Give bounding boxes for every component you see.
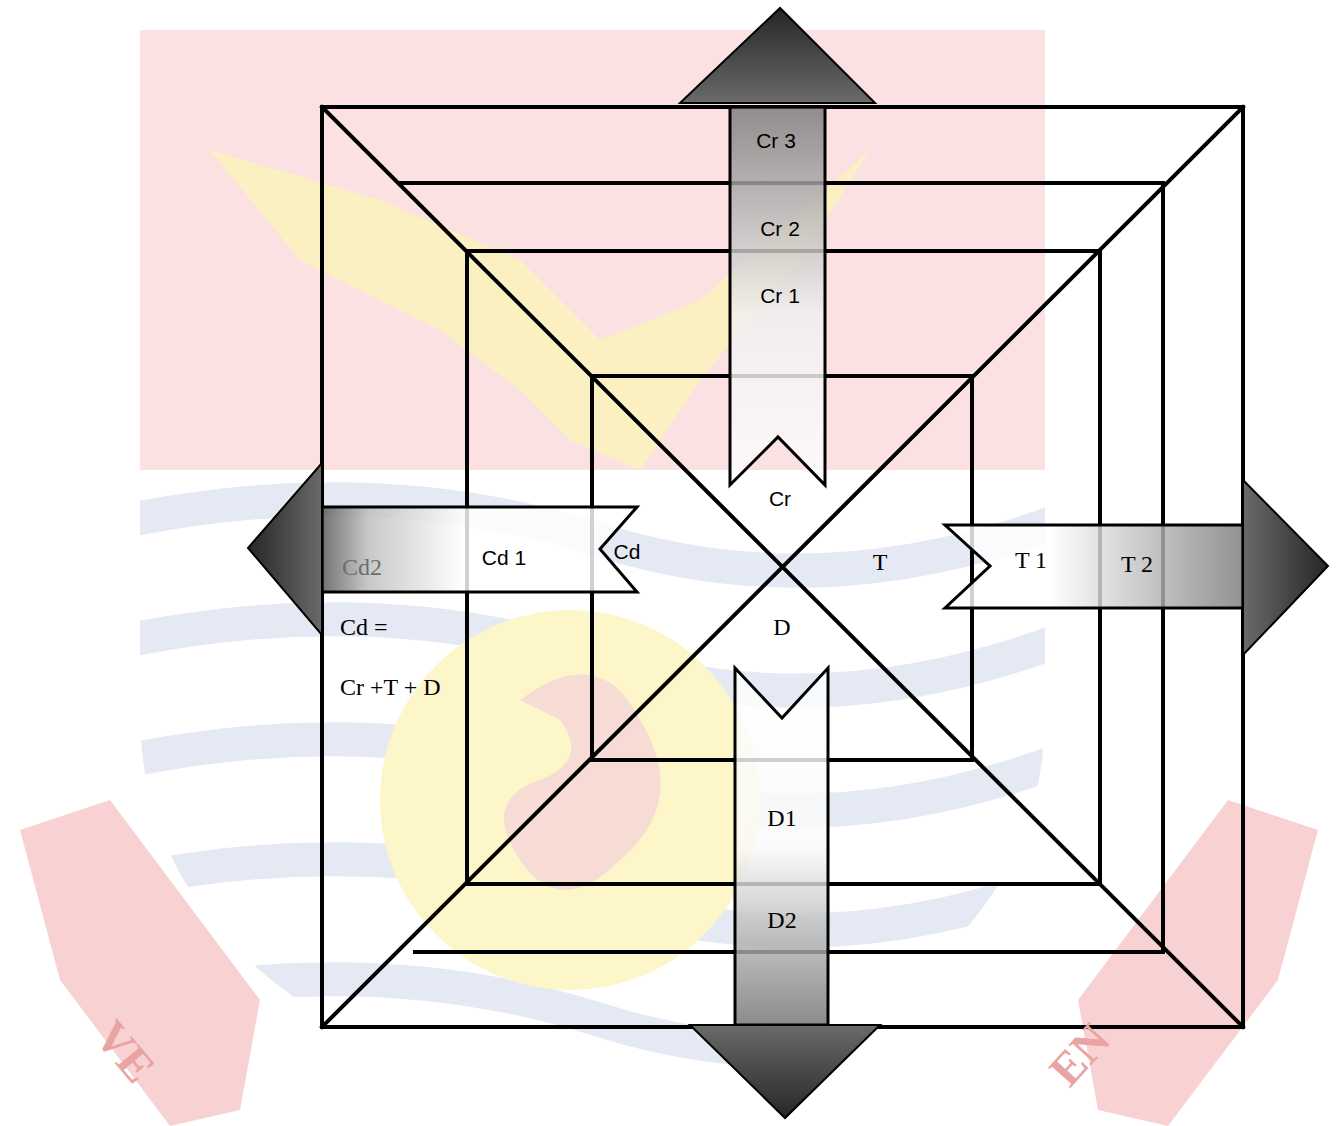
formula-text: Cr +T + D — [340, 675, 441, 699]
diagonal-line — [322, 107, 1243, 1027]
arrow-label: Cd 1 — [482, 547, 526, 568]
downward-arrow: D1D2 — [686, 664, 884, 1122]
arrow-head — [248, 463, 322, 635]
arrow-shape — [244, 459, 641, 639]
watermark-ribbon — [1078, 800, 1318, 1126]
watermark-text: EN — [1042, 1016, 1119, 1094]
leftward-arrow: Cd2 Cd 1 Cd — [244, 459, 641, 639]
arrow-label: Cr 3 — [756, 130, 796, 151]
arrow-band — [945, 525, 1243, 608]
arrow-label: Cd — [614, 541, 641, 562]
core-label: Cr — [769, 488, 791, 509]
arrow-shape — [676, 4, 880, 490]
outer-square — [322, 107, 1243, 1027]
arrow-band — [730, 107, 825, 485]
transformation-label: T — [873, 550, 888, 574]
arrow-label: T 1 — [1015, 548, 1047, 572]
watermark-pink-field — [130, 20, 1060, 470]
watermark-wave — [130, 979, 1060, 1050]
arrow-label: T 2 — [1121, 552, 1153, 576]
arrow-label: Cr 1 — [760, 285, 800, 306]
arrow-label: D1 — [767, 806, 796, 830]
arrow-shape — [686, 664, 884, 1122]
dimension-label: D — [773, 615, 790, 639]
rightward-arrow: T 1 T 2 — [941, 476, 1333, 660]
arrow-head — [680, 8, 875, 103]
arrow-head — [1243, 480, 1328, 655]
arrow-label: Cd2 — [342, 555, 382, 579]
upward-arrow: Cr 3 Cr 2 Cr 1 — [676, 4, 880, 490]
watermark-text: VE — [87, 1013, 163, 1092]
arrow-label: D2 — [767, 908, 796, 932]
diagonal-line — [322, 107, 1243, 1027]
watermark-ribbon — [20, 800, 260, 1126]
arrow-head — [690, 1025, 880, 1118]
arrow-label: Cr 2 — [760, 218, 800, 239]
watermark-emblem — [504, 674, 661, 890]
arrow-band — [322, 507, 637, 592]
watermark-circle — [380, 610, 760, 990]
arrow-band — [735, 668, 828, 1025]
watermark-shield — [130, 20, 1060, 1051]
formula-text: Cd = — [340, 615, 388, 639]
